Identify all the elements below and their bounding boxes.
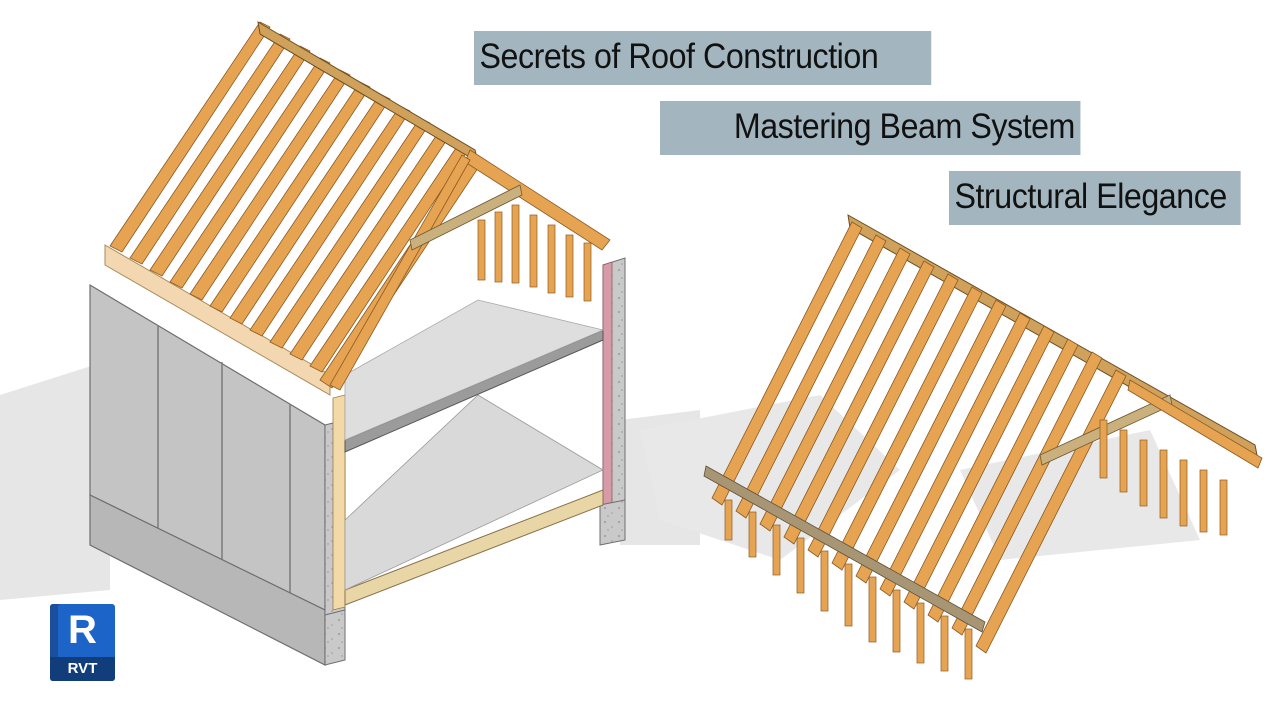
right-roof-rafters	[711, 221, 1127, 654]
right-roof-posts	[724, 419, 1228, 680]
house-section-model	[89, 21, 626, 666]
left-gable-studs	[477, 204, 592, 302]
title-secrets-of-roof-construction: Secrets of Roof Construction	[474, 31, 932, 85]
logo-letter: R	[68, 608, 97, 652]
logo-extension: RVT	[50, 657, 115, 681]
revit-rvt-logo: R RVT	[50, 604, 115, 681]
roof-beam-system-model	[703, 214, 1263, 680]
title-mastering-beam-system: Mastering Beam System	[660, 101, 1081, 155]
title-structural-elegance: Structural Elegance	[949, 171, 1241, 225]
ground-floor	[344, 489, 604, 606]
